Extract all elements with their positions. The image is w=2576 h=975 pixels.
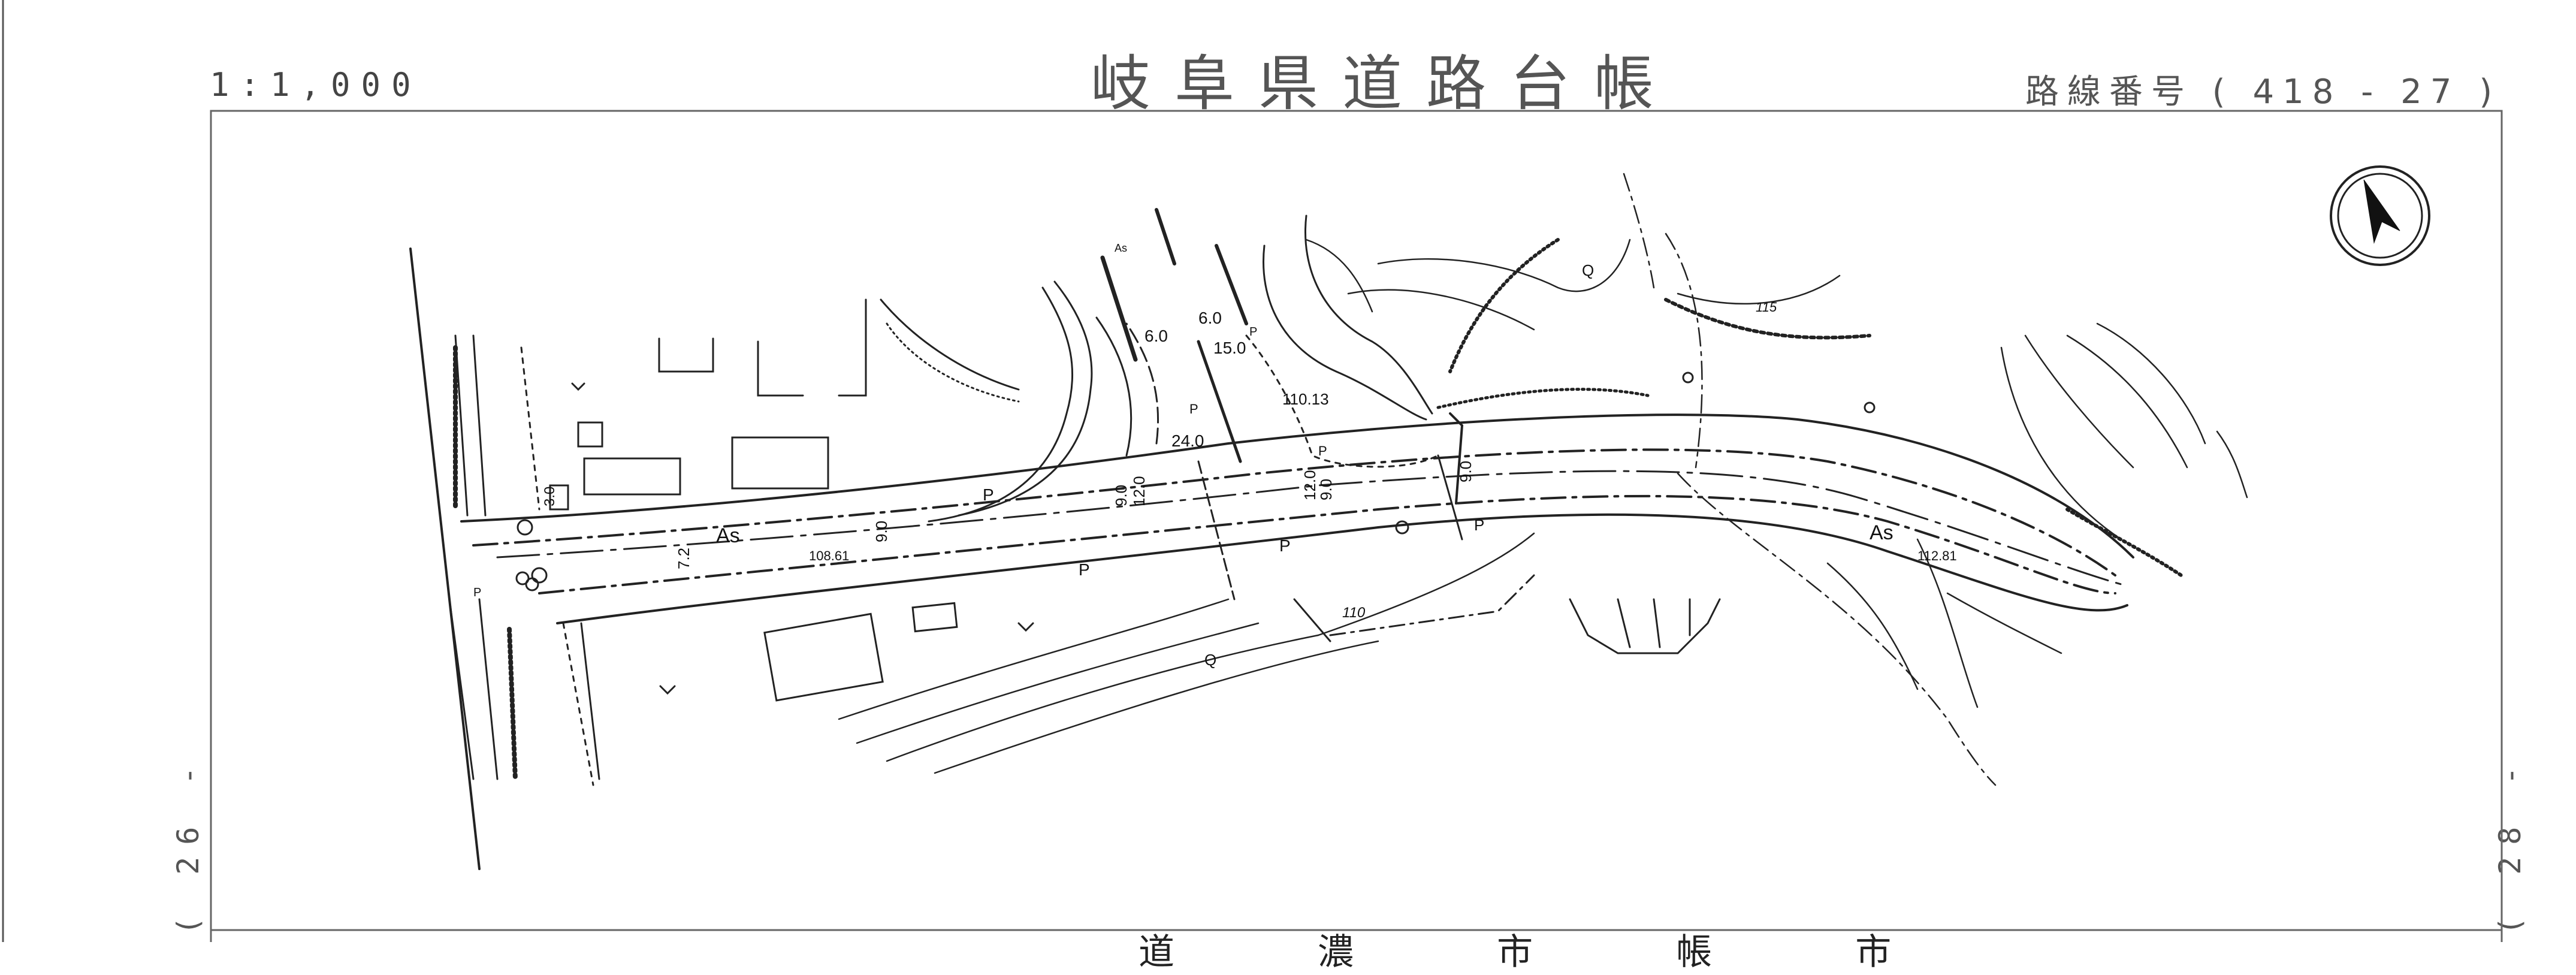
width-label: 3.0 — [542, 487, 558, 506]
survey-mark-label: Q — [1582, 261, 1594, 279]
width-label: 12.0 — [1130, 476, 1148, 506]
elevation-label: 112.81 — [1917, 548, 1957, 563]
route-number: 路線番号 ( 418 - 27 ) — [2025, 73, 2501, 111]
section-lines — [1197, 454, 1535, 642]
map-scale: 1:1,000 — [210, 66, 422, 104]
post-label: P — [1249, 325, 1257, 339]
embankments — [453, 238, 2183, 781]
post-label: P — [983, 485, 994, 504]
width-label: 9.0 — [1317, 479, 1335, 500]
elevation-label: 110.13 — [1282, 390, 1329, 408]
contour-label: 110 — [1342, 605, 1366, 621]
surface-label: As — [716, 524, 740, 547]
map-labels: As As As 108.61 110.13 112.81 110 115 6.… — [473, 242, 1957, 669]
road-ledger-map: As As As 108.61 110.13 112.81 110 115 6.… — [2, 0, 2503, 942]
width-label: 9.0 — [872, 521, 890, 542]
survey-mark-label: Q — [1204, 651, 1216, 669]
width-label: 24.0 — [1171, 431, 1204, 450]
width-label: 6.0 — [1144, 327, 1168, 345]
road-centerline — [496, 470, 2122, 585]
road-edges — [460, 413, 2134, 624]
width-label: 15.0 — [1213, 339, 1246, 357]
surface-label: As — [1870, 521, 1894, 544]
post-label: P — [1474, 516, 1484, 534]
post-label: P — [1279, 536, 1291, 555]
width-label: 9.0 — [1112, 485, 1130, 506]
post-label: P — [1079, 560, 1090, 579]
post-label: P — [1318, 443, 1327, 458]
buildings — [549, 298, 958, 702]
post-label: P — [473, 586, 481, 599]
vegetation-symbols — [515, 372, 1876, 695]
elevation-label: 108.61 — [809, 548, 849, 563]
width-label: 6.0 — [1198, 309, 1222, 327]
width-label: 9.0 — [1457, 461, 1475, 482]
contour-label: 115 — [1756, 300, 1777, 315]
north-arrow-icon — [2330, 165, 2430, 266]
post-label: P — [1189, 402, 1198, 416]
contours — [838, 173, 2248, 786]
width-label: 12.0 — [1301, 470, 1319, 500]
retaining-structure — [1569, 598, 1721, 654]
width-label: 7.2 — [675, 548, 693, 569]
north-side-roads — [928, 208, 1464, 523]
page-title: 岐阜県道路台帳 — [1091, 49, 1678, 119]
cross-road-left — [409, 247, 600, 870]
map-frame — [210, 110, 2503, 942]
surface-label: As — [1115, 242, 1127, 254]
